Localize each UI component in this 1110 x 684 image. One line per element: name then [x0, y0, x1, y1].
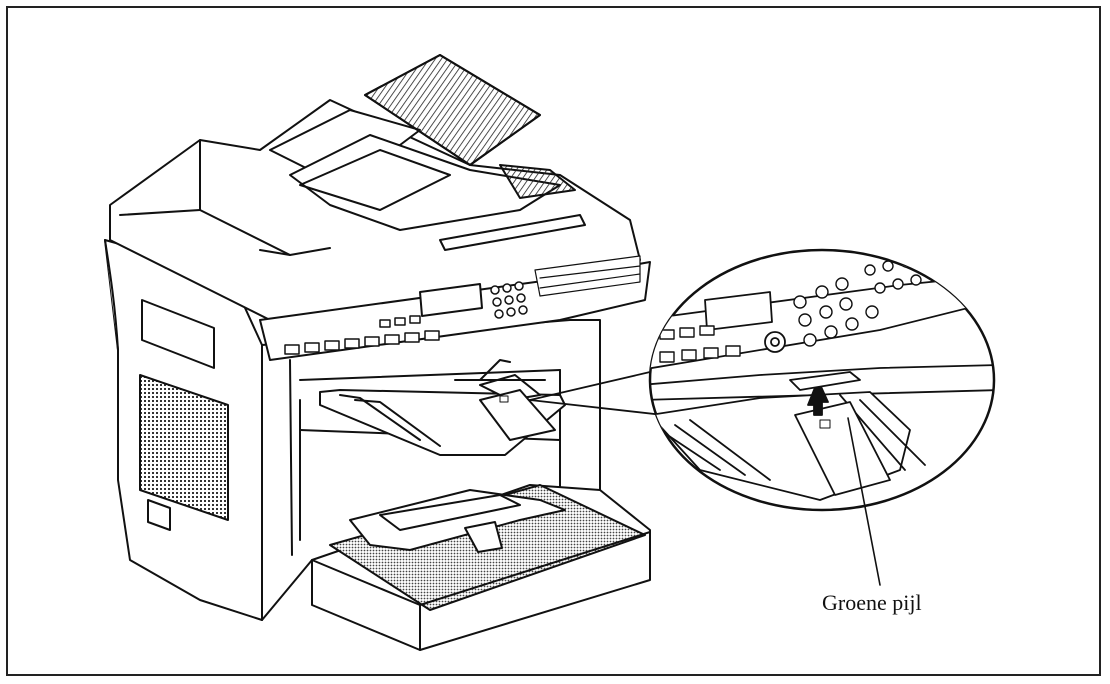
label-leader-line: [847, 417, 881, 586]
paper-sheet-small: [479, 389, 556, 441]
panel-buttons: [284, 315, 440, 355]
callout-label: Groene pijl: [822, 590, 922, 615]
detail-magnifier: [648, 248, 996, 512]
paper-sheet-detail: [794, 401, 891, 496]
side-handle: [147, 499, 171, 531]
panel-keypad: [490, 281, 528, 319]
document-feeder: [269, 54, 586, 251]
panel-speed-keys: [534, 255, 641, 297]
diagram-frame: [6, 6, 1101, 676]
paper-cassette: [311, 484, 651, 651]
side-vent: [139, 374, 229, 521]
output-tray: [319, 359, 566, 456]
